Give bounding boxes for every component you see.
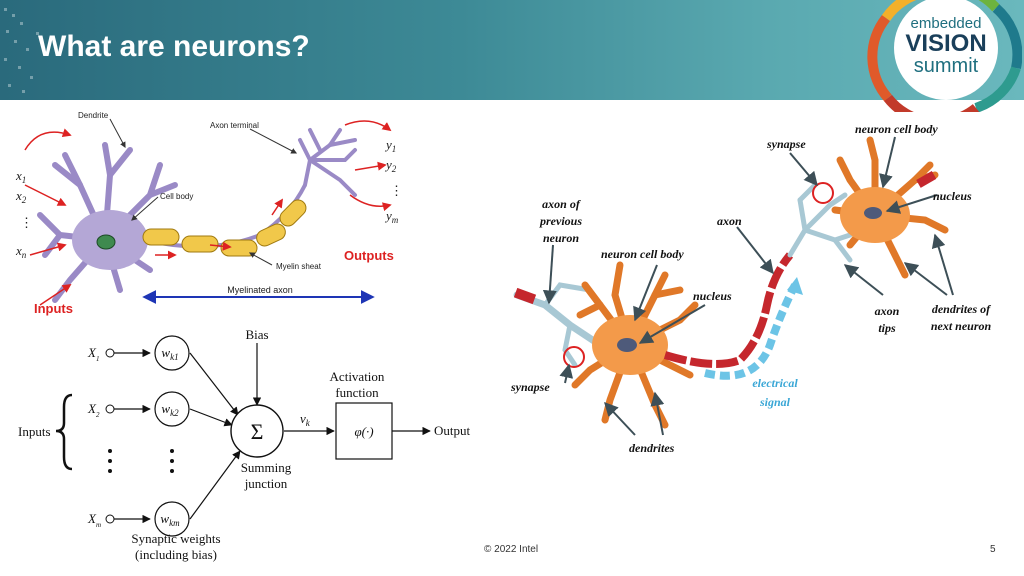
input-label-2: X2 xyxy=(87,401,100,419)
label-electrical-1: electrical xyxy=(752,376,798,390)
label-inputs: Inputs xyxy=(34,301,73,316)
input-label-m: Xm xyxy=(87,511,101,529)
label-dendrite: Dendrite xyxy=(78,111,109,120)
logo-background xyxy=(894,0,998,100)
logo-line3: summit xyxy=(914,55,979,77)
biological-neuron-diagram: Dendrite Axon terminal Cell body Myelin … xyxy=(15,111,403,316)
label-nucleus: nucleus xyxy=(693,289,732,303)
x-ellipsis: ⋮ xyxy=(20,215,33,230)
label-xn: xn xyxy=(15,243,27,260)
pointer-arrows xyxy=(542,136,954,436)
footer-copyright: © 2022 Intel xyxy=(484,544,539,555)
embedded-vision-summit-logo: embedded VISION summit xyxy=(867,0,1022,112)
label-axon-prev-3: neuron xyxy=(543,231,579,245)
sigma-symbol: Σ xyxy=(251,419,264,444)
label-weights-2: (including bias) xyxy=(135,547,217,562)
label-activation-1: Activation xyxy=(330,369,385,384)
label-electrical-2: signal xyxy=(759,395,791,409)
summing-junction xyxy=(230,404,284,458)
activation-function-box xyxy=(335,402,393,460)
axon-tips xyxy=(787,182,853,263)
weight-node-2 xyxy=(154,391,190,427)
label-neuron-cell-body: neuron cell body xyxy=(601,247,684,261)
axon-terminal-branches xyxy=(298,128,357,197)
label-axon-terminal: Axon terminal xyxy=(210,121,259,130)
input-ellipsis xyxy=(108,449,174,473)
label-dendrites-next-1: dendrites of xyxy=(932,302,991,316)
y-ellipsis: ⋮ xyxy=(390,183,403,198)
header-pattern xyxy=(4,8,39,93)
synapse-circle-bottom xyxy=(563,346,585,368)
label-axon-tips-1: axon xyxy=(875,304,900,318)
label-ym: ym xyxy=(384,208,399,225)
label-dendrites-next-2: next neuron xyxy=(931,319,992,333)
logo-ring xyxy=(867,0,1022,112)
label-bias: Bias xyxy=(245,327,268,342)
label-x1: x1 xyxy=(15,168,26,185)
label-x2: x2 xyxy=(15,188,27,205)
neuron-2-nucleus xyxy=(864,207,882,219)
label-summing-1: Summing xyxy=(241,460,292,475)
neuron-illustration: synapse neuron cell body nucleus axon ax… xyxy=(510,122,992,455)
electrical-signal-arrowhead xyxy=(787,277,803,295)
page-number: 5 xyxy=(990,544,996,555)
inputs-brace xyxy=(55,393,73,471)
input-label-1: X1 xyxy=(87,345,99,363)
weight-node-m xyxy=(154,501,190,537)
nucleus xyxy=(96,234,116,250)
synapse-circle-top xyxy=(812,182,834,204)
perceptron-diagram: wk1 wk2 wkm X1 X2 Xm Inputs Σ Bias vk φ(… xyxy=(18,327,471,562)
label-axon-prev-1: axon of xyxy=(542,197,581,211)
label-axon-prev-2: previous xyxy=(539,214,582,228)
label-myelin-sheath: Myelin sheat xyxy=(276,262,322,271)
electrical-signal-path xyxy=(704,283,799,380)
page-title: What are neurons? xyxy=(38,30,310,63)
label-axon-tips-2: tips xyxy=(878,321,896,335)
label-axon: axon xyxy=(717,214,742,228)
axon-main xyxy=(663,252,794,368)
neuron-1-nucleus xyxy=(617,338,637,352)
logo-line1: embedded xyxy=(911,15,982,32)
label-summing-2: junction xyxy=(244,476,288,491)
label-weights-1: Synaptic weights xyxy=(131,531,220,546)
label-y1: y1 xyxy=(384,137,396,154)
neuron-2-axon-stub xyxy=(916,171,937,188)
weight-node-1 xyxy=(154,335,190,371)
label-cell-body: Cell body xyxy=(160,192,193,201)
label-vk: vk xyxy=(300,411,311,428)
logo-line2: VISION xyxy=(905,30,986,57)
slide-header: What are neurons? xyxy=(0,0,1024,100)
previous-axon xyxy=(513,282,604,368)
input-node-2 xyxy=(105,404,115,414)
label-synapse-bottom: synapse xyxy=(510,380,550,394)
weight-label-1: wk1 xyxy=(161,345,178,362)
label-outputs: Outputs xyxy=(344,248,394,263)
label-myelinated-axon: Myelinated axon xyxy=(227,285,293,295)
weight-label-2: wk2 xyxy=(161,401,179,418)
weight-label-m: wkm xyxy=(160,511,180,528)
input-node-1 xyxy=(105,348,115,358)
label-y2: y2 xyxy=(384,157,397,174)
label-output: Output xyxy=(434,423,471,438)
label-neuron-cell-body-top: neuron cell body xyxy=(855,122,938,136)
phi-symbol: φ(·) xyxy=(354,424,373,439)
label-inputs-perceptron: Inputs xyxy=(18,424,51,439)
label-activation-2: function xyxy=(335,385,379,400)
label-synapse-top: synapse xyxy=(766,137,806,151)
signal-arrows xyxy=(24,120,392,306)
label-nucleus-top: nucleus xyxy=(933,189,972,203)
label-dendrites: dendrites xyxy=(629,441,675,455)
leader-lines xyxy=(109,118,298,266)
input-node-m xyxy=(105,514,115,524)
